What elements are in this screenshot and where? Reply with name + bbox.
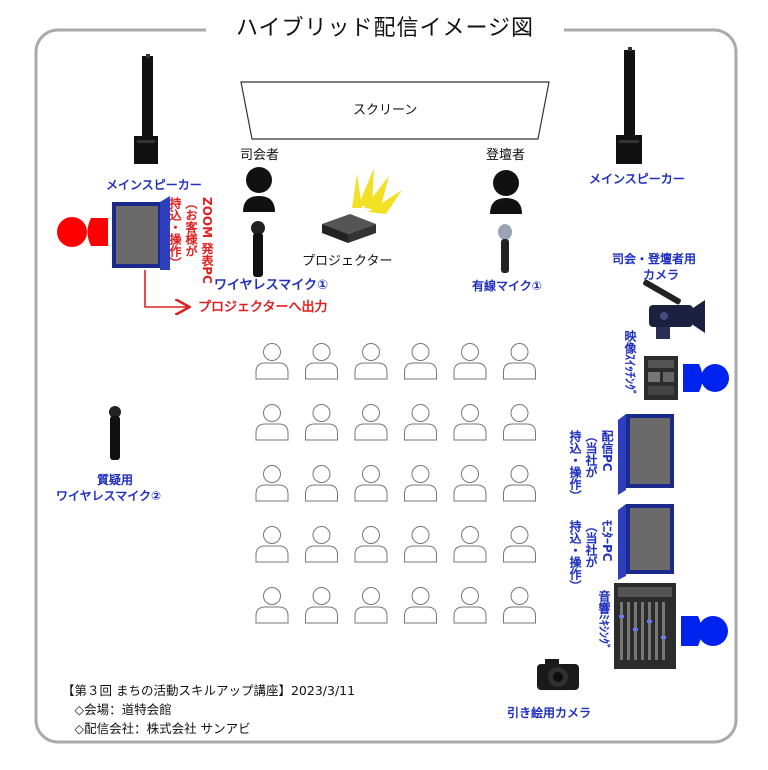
stream-pc-label-line2: （当社が — [584, 430, 598, 478]
projector-icon — [322, 168, 402, 243]
title-box: ハイブリッド配信イメージ図 — [206, 12, 564, 46]
mc-label: 司会者 — [240, 148, 280, 163]
audience-person-icon — [404, 404, 437, 441]
main-speaker-right-icon — [616, 47, 642, 164]
qa-mic-label-line2: ワイヤレスマイク② — [56, 489, 162, 503]
main-speaker-left-icon — [134, 54, 158, 164]
monitor-pc-label: ﾓﾆﾀｰPC （当社が 持込・操作） — [567, 520, 614, 592]
stream-pc-label-line3: 持込・操作） — [568, 430, 582, 502]
audience-person-icon — [305, 465, 338, 502]
audience-person-icon — [354, 587, 388, 624]
wireless-mic-1-icon — [251, 221, 265, 277]
diagram-title: ハイブリッド配信イメージ図 — [235, 16, 535, 41]
video-camera-icon — [643, 279, 705, 339]
qa-mic-label-line1: 質疑用 — [97, 473, 134, 487]
audio-mixing-label: 音響ﾐｷｼﾝｸﾞ — [597, 590, 611, 651]
video-switching-label: 映像ｽｲｯﾁﾝｸﾞ — [623, 330, 637, 397]
event-info-line2: ◇会場：道特会館 — [62, 702, 172, 717]
speaker-right-label: メインスピーカー — [589, 172, 685, 186]
zoom-pc-laptop-icon — [112, 196, 170, 270]
audience-person-icon — [404, 587, 437, 624]
presenter-label: 登壇者 — [486, 148, 526, 163]
projector-label: プロジェクター — [302, 254, 393, 269]
audience-person-icon — [453, 343, 487, 380]
audience-person-icon — [305, 526, 338, 563]
zoom-pc-label: ZOOM 発表PC （お客様が 持込・操作） — [167, 197, 214, 284]
stream-pc-label-line1: 配信PC — [600, 430, 614, 472]
monitor-pc-label-line3: 持込・操作） — [568, 520, 582, 592]
output-to-projector-label: プロジェクターへ出力 — [198, 300, 328, 315]
projector-output-arrow — [144, 270, 188, 307]
wired-mic-1-label: 有線マイク① — [472, 279, 542, 293]
speaker-left-label: メインスピーカー — [106, 178, 202, 192]
audience-person-icon — [255, 465, 289, 502]
event-info: 【第３回 まちの活動スキルアップ講座】2023/3/11 ◇会場：道特会館 ◇配… — [62, 681, 355, 738]
audience-person-icon — [404, 526, 437, 563]
audience-person-icon — [453, 526, 487, 563]
video-switcher-icon — [644, 356, 678, 400]
monitor-pc-laptop-icon — [618, 504, 674, 580]
monitor-pc-label-line2: （当社が — [584, 520, 598, 568]
wired-mic-1-icon — [498, 224, 512, 273]
stream-pc-label: 配信PC （当社が 持込・操作） — [567, 430, 614, 502]
audience-person-icon — [404, 343, 437, 380]
event-info-line3: ◇配信会社：株式会社 サンアビ — [62, 721, 251, 736]
screen-label: スクリーン — [353, 103, 418, 118]
camera-label-line1: 司会・登壇者用 — [612, 252, 697, 266]
audience-grid — [255, 343, 536, 624]
audience-person-icon — [503, 404, 536, 441]
audience-person-icon — [354, 465, 388, 502]
audience-person-icon — [354, 404, 388, 441]
operator-red-icon — [57, 217, 108, 247]
audience-person-icon — [503, 587, 536, 624]
audience-person-icon — [453, 465, 487, 502]
audience-person-icon — [404, 465, 437, 502]
audience-person-icon — [255, 526, 289, 563]
zoom-pc-label-line2: （お客様が — [184, 197, 198, 257]
qa-wireless-mic-2-icon — [109, 406, 121, 460]
stream-pc-laptop-icon — [618, 414, 674, 495]
audience-person-icon — [453, 587, 487, 624]
audience-person-icon — [305, 587, 338, 624]
audience-person-icon — [255, 343, 289, 380]
camera-label-line2: カメラ — [643, 268, 680, 282]
presenter-person-icon — [490, 170, 522, 214]
wireless-mic-1-label: ワイヤレスマイク① — [214, 278, 328, 293]
mc-person-icon — [243, 167, 275, 212]
audience-person-icon — [305, 343, 338, 380]
audience-person-icon — [255, 404, 289, 441]
wide-camera-label: 引き絵用カメラ — [507, 706, 592, 720]
wide-camera-icon — [537, 659, 579, 690]
audience-person-icon — [354, 526, 388, 563]
screen-shape — [240, 81, 550, 140]
operator-blue-2-icon — [681, 616, 728, 646]
zoom-pc-label-line1: ZOOM 発表PC — [200, 197, 214, 284]
audience-person-icon — [453, 404, 487, 441]
audio-mixer-icon — [614, 583, 676, 669]
audience-person-icon — [503, 343, 536, 380]
event-info-line1: 【第３回 まちの活動スキルアップ講座】2023/3/11 — [62, 683, 356, 698]
audience-person-icon — [255, 587, 289, 624]
zoom-pc-label-line3: 持込・操作） — [168, 197, 182, 269]
audience-person-icon — [503, 465, 536, 502]
audience-person-icon — [354, 343, 388, 380]
audience-person-icon — [305, 404, 338, 441]
operator-blue-1-icon — [683, 364, 729, 392]
monitor-pc-label-line1: ﾓﾆﾀｰPC — [600, 520, 614, 562]
audience-person-icon — [503, 526, 536, 563]
